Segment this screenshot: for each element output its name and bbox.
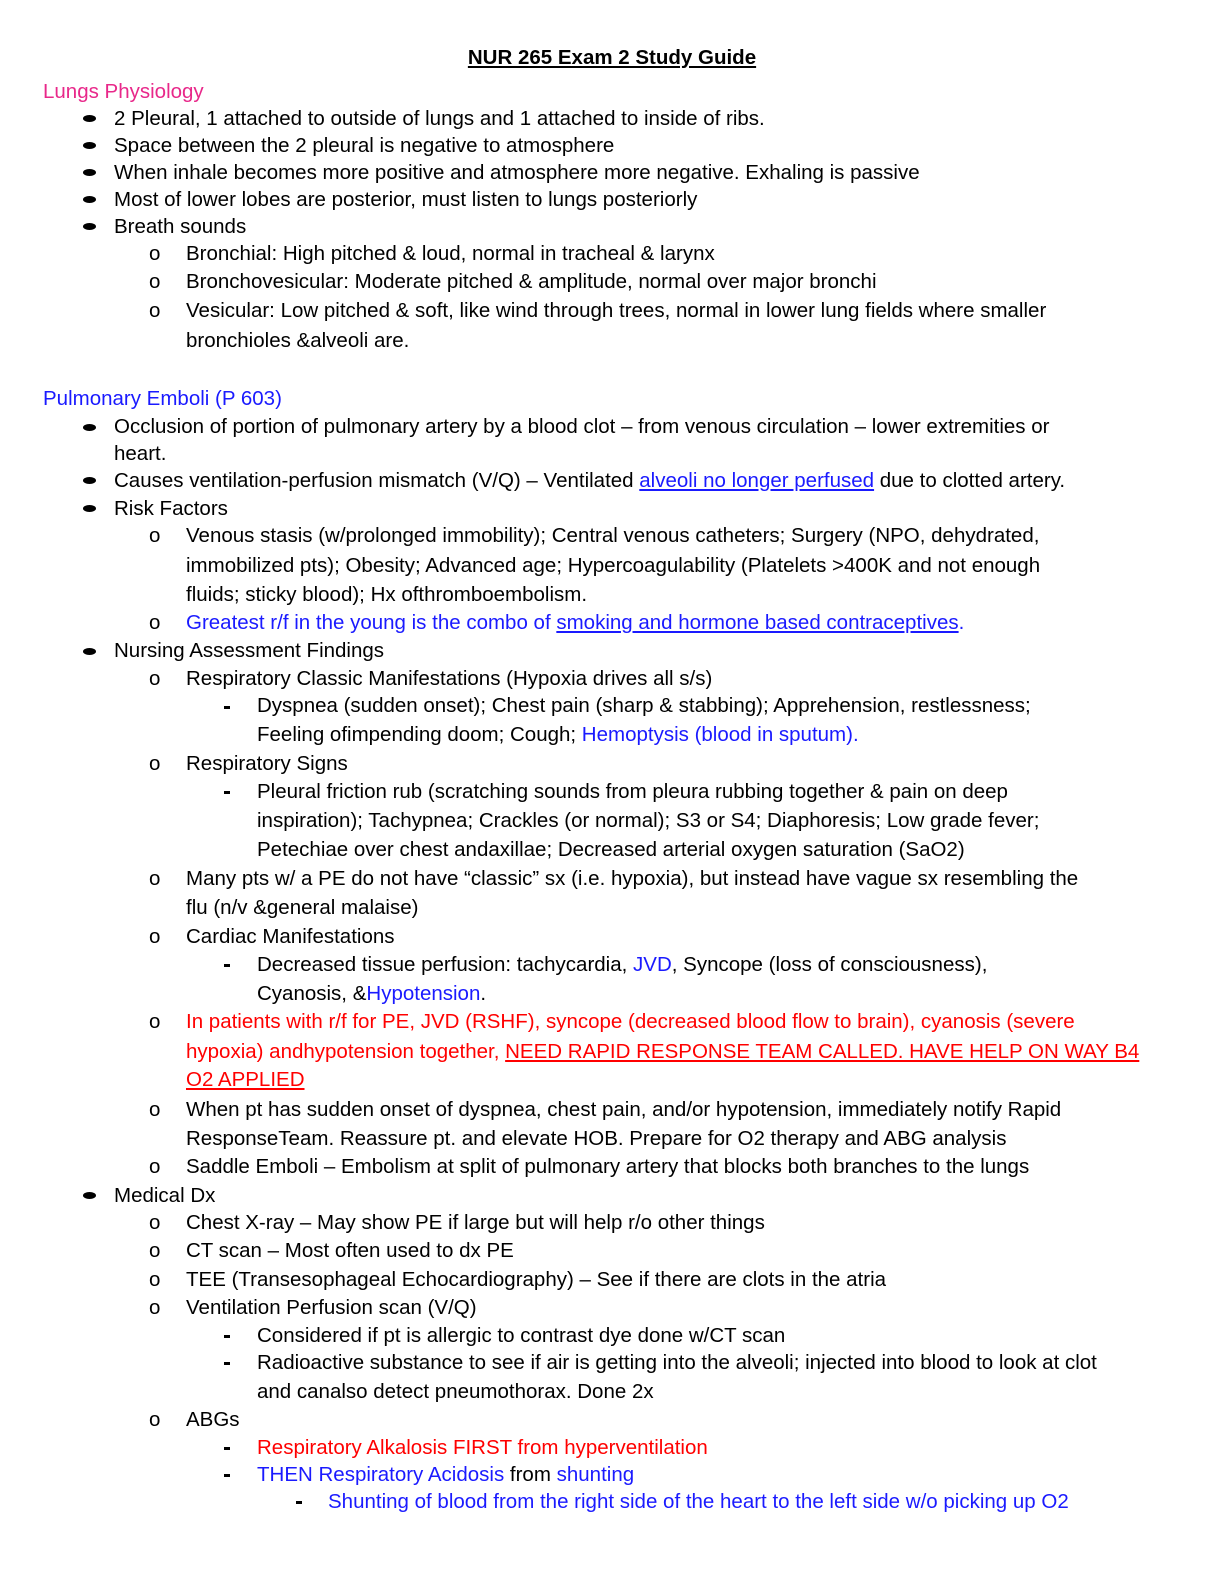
list-item-continued: Cyanosis, &Hypotension.	[257, 982, 487, 1005]
list-item: Breath sounds	[114, 215, 247, 238]
list-item-alert-continued: O2 APPLIED	[186, 1068, 305, 1091]
list-item-alert-continued: hypoxia) andhypotension together, NEED R…	[186, 1040, 1140, 1063]
list-item: Chest X-ray – May show PE if large but w…	[186, 1211, 765, 1234]
highlight-link: alveoli no longer perfused	[639, 469, 875, 492]
list-item-continued: and canalso detect pneumothorax. Done 2x	[257, 1380, 654, 1403]
list-item: 2 Pleural, 1 attached to outside of lung…	[114, 107, 765, 130]
section-heading-lungs: Lungs Physiology	[43, 80, 204, 103]
sub-bullet-icon: o	[149, 1296, 161, 1319]
sub-bullet-icon: o	[149, 611, 161, 634]
list-item: Considered if pt is allergic to contrast…	[257, 1324, 786, 1347]
bullet-icon	[83, 196, 96, 203]
list-item: ABGs	[186, 1408, 240, 1431]
sub-bullet-icon: o	[149, 1408, 161, 1431]
list-item: THEN Respiratory Acidosis from shunting	[257, 1463, 635, 1486]
page-title: NUR 265 Exam 2 Study Guide	[467, 46, 757, 69]
section-heading-pe: Pulmonary Emboli (P 603)	[43, 387, 282, 410]
list-item: CT scan – Most often used to dx PE	[186, 1239, 514, 1262]
bullet-icon	[83, 223, 96, 230]
list-item: Respiratory Signs	[186, 752, 348, 775]
sub-bullet-icon: o	[149, 1211, 161, 1234]
sub-bullet-icon: o	[149, 1010, 161, 1033]
dash-icon	[296, 1501, 302, 1504]
list-item: Venous stasis (w/prolonged immobility); …	[186, 524, 1040, 547]
sub-bullet-icon: o	[149, 667, 161, 690]
sub-bullet-icon: o	[149, 925, 161, 948]
list-item-continued: bronchioles &alveoli are.	[186, 329, 410, 352]
list-item: Risk Factors	[114, 497, 228, 520]
list-item: TEE (Transesophageal Echocardiography) –…	[186, 1268, 887, 1291]
list-item-continued: heart.	[114, 442, 167, 465]
sub-bullet-icon: o	[149, 299, 161, 322]
bullet-icon	[83, 169, 96, 176]
sub-bullet-icon: o	[149, 1268, 161, 1291]
sub-bullet-icon: o	[149, 270, 161, 293]
list-item: Nursing Assessment Findings	[114, 639, 385, 662]
bullet-icon	[83, 115, 96, 122]
bullet-icon	[83, 1192, 96, 1199]
sub-bullet-icon: o	[149, 867, 161, 890]
list-item: Vesicular: Low pitched & soft, like wind…	[186, 299, 1047, 322]
sub-bullet-icon: o	[149, 1155, 161, 1178]
dash-icon	[224, 791, 230, 794]
dash-icon	[224, 1335, 230, 1338]
list-item: Saddle Emboli – Embolism at split of pul…	[186, 1155, 1030, 1178]
list-item: Radioactive substance to see if air is g…	[257, 1351, 1097, 1374]
list-item: Most of lower lobes are posterior, must …	[114, 188, 698, 211]
list-item: Shunting of blood from the right side of…	[328, 1490, 1069, 1513]
list-item: Many pts w/ a PE do not have “classic” s…	[186, 867, 1079, 890]
dash-icon	[224, 1447, 230, 1450]
list-item-continued: flu (n/v &general malaise)	[186, 896, 419, 919]
list-item-continued: inspiration); Tachypnea; Crackles (or no…	[257, 809, 1040, 832]
list-item: Cardiac Manifestations	[186, 925, 395, 948]
list-item: Causes ventilation-perfusion mismatch (V…	[114, 469, 1066, 492]
list-item: Pleural friction rub (scratching sounds …	[257, 780, 1008, 803]
list-item-continued: Petechiae over chest andaxillae; Decreas…	[257, 838, 965, 861]
bullet-icon	[83, 477, 96, 484]
bullet-icon	[83, 505, 96, 512]
list-item-continued: ResponseTeam. Reassure pt. and elevate H…	[186, 1127, 1007, 1150]
dash-icon	[224, 1474, 230, 1477]
dash-icon	[224, 964, 230, 967]
list-item: When inhale becomes more positive and at…	[114, 161, 920, 184]
list-item: Ventilation Perfusion scan (V/Q)	[186, 1296, 477, 1319]
dash-icon	[224, 706, 230, 709]
bullet-icon	[83, 648, 96, 655]
list-item: Occlusion of portion of pulmonary artery…	[114, 415, 1050, 438]
list-item: Bronchial: High pitched & loud, normal i…	[186, 242, 715, 265]
dash-icon	[224, 1362, 230, 1365]
list-item: Space between the 2 pleural is negative …	[114, 134, 615, 157]
list-item: Bronchovesicular: Moderate pitched & amp…	[186, 270, 877, 293]
list-item: When pt has sudden onset of dyspnea, che…	[186, 1098, 1062, 1121]
list-item: Greatest r/f in the young is the combo o…	[186, 611, 965, 634]
list-item: Medical Dx	[114, 1184, 216, 1207]
list-item-continued: fluids; sticky blood); Hx ofthromboembol…	[186, 583, 588, 606]
list-item: Dyspnea (sudden onset); Chest pain (shar…	[257, 694, 1031, 717]
list-item-alert: In patients with r/f for PE, JVD (RSHF),…	[186, 1010, 1075, 1033]
list-item: Respiratory Classic Manifestations (Hypo…	[186, 667, 713, 690]
list-item-continued: immobilized pts); Obesity; Advanced age;…	[186, 554, 1041, 577]
list-item-continued: Feeling ofimpending doom; Cough; Hemopty…	[257, 723, 859, 746]
sub-bullet-icon: o	[149, 1098, 161, 1121]
bullet-icon	[83, 142, 96, 149]
bullet-icon	[83, 424, 96, 431]
sub-bullet-icon: o	[149, 752, 161, 775]
list-item-alert: Respiratory Alkalosis FIRST from hyperve…	[257, 1436, 708, 1459]
sub-bullet-icon: o	[149, 1239, 161, 1262]
sub-bullet-icon: o	[149, 242, 161, 265]
sub-bullet-icon: o	[149, 524, 161, 547]
list-item: Decreased tissue perfusion: tachycardia,…	[257, 953, 988, 976]
